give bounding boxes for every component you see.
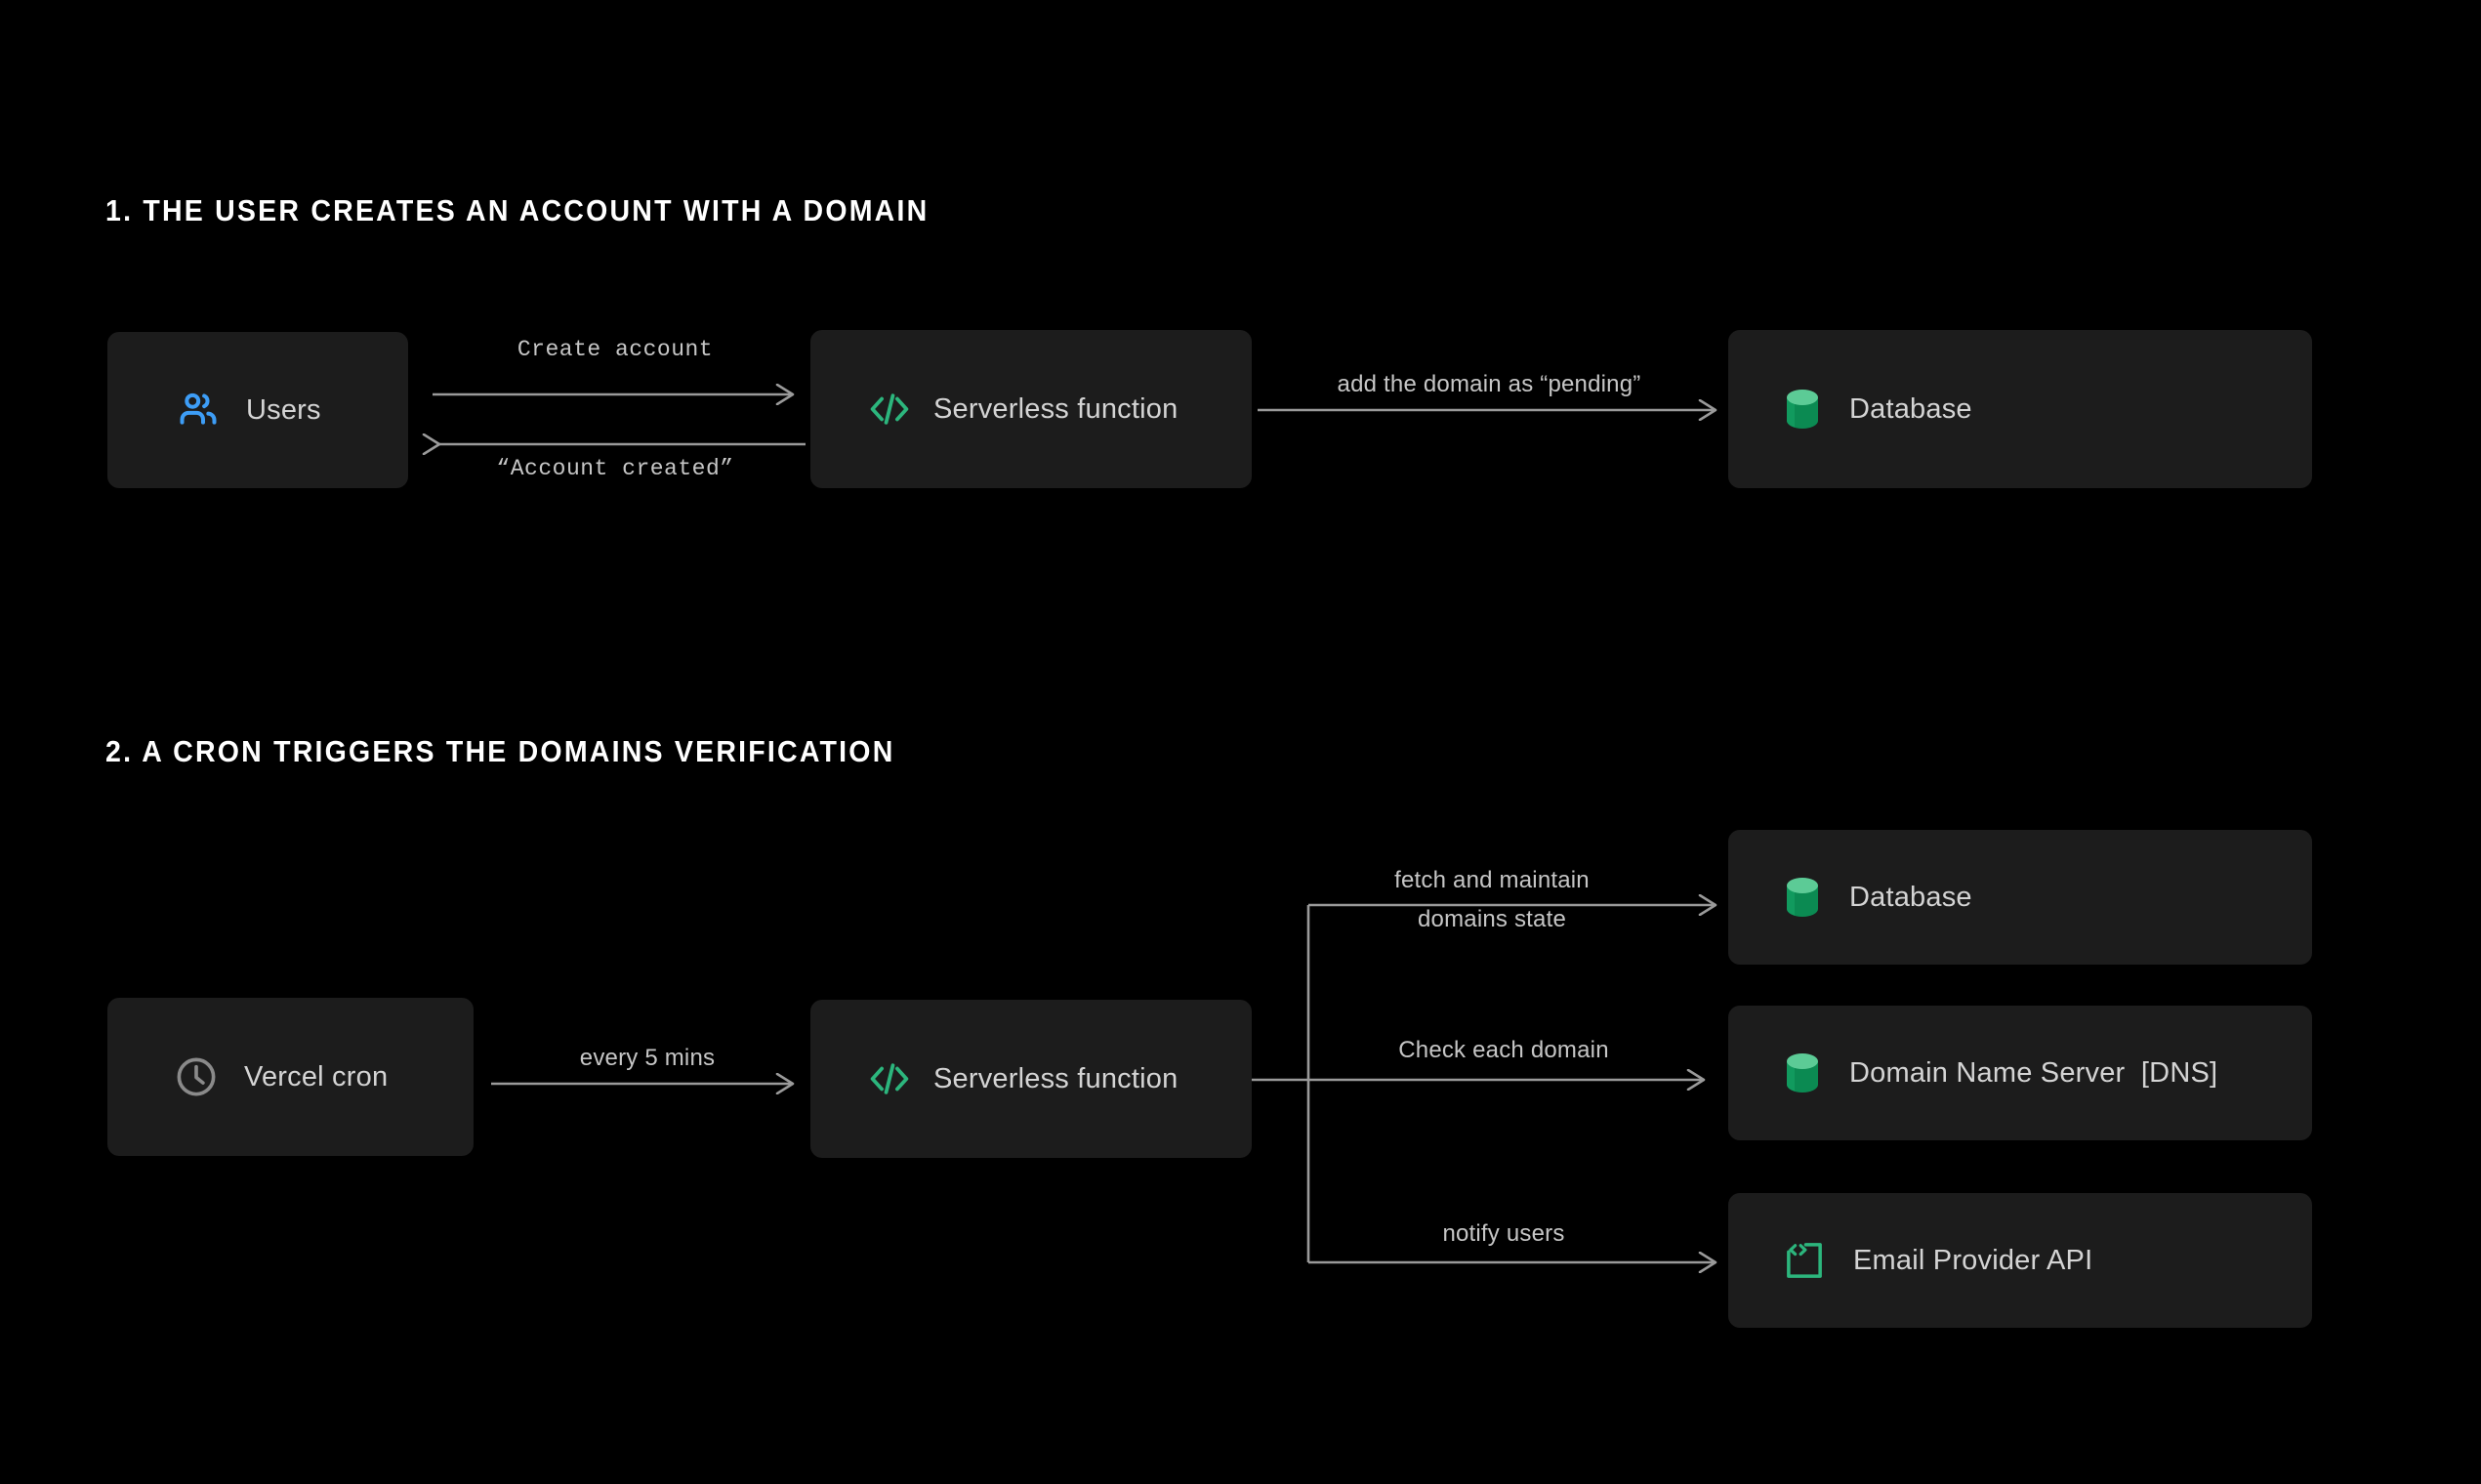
edge-label-every-5-mins: every 5 mins [579,1045,716,1071]
code-icon [867,389,912,430]
section-2-heading: 2. A CRON TRIGGERS THE DOMAINS VERIFICAT… [105,734,895,768]
card-label-vercel-cron: Vercel cron [244,1060,389,1092]
edge-label-fetch-and-maintain-line2: domains state [1417,906,1567,932]
section-1-heading: 1. THE USER CREATES AN ACCOUNT WITH A DO… [105,193,930,227]
node-card-domain-name-server[interactable]: Domain Name Server [DNS] [1728,1006,2312,1140]
edge-label-add-domain-pending: add the domain as “pending” [1337,371,1641,397]
card-label-email-provider-api: Email Provider API [1853,1244,2093,1276]
edge-label-account-created: “Account created” [496,456,734,481]
card-label-domain-name-server: Domain Name Server [DNS] [1849,1056,2218,1089]
node-card-vercel-cron[interactable]: Vercel cron [107,998,474,1156]
card-label-serverless-function-1: Serverless function [933,392,1178,425]
edge-label-fetch-and-maintain-line1: fetch and maintain [1394,867,1590,893]
edge-label-create-account: Create account [517,337,714,362]
users-icon [176,388,221,433]
node-card-email-provider-api[interactable]: Email Provider API [1728,1193,2312,1328]
database-icon [1783,387,1822,432]
api-bracket-icon [1783,1239,1826,1282]
node-card-serverless-function-1[interactable]: Serverless function [810,330,1252,488]
node-card-users[interactable]: Users [107,332,408,488]
card-label-database-1: Database [1849,392,1972,425]
code-icon [867,1058,912,1099]
node-card-serverless-function-2[interactable]: Serverless function [810,1000,1252,1158]
database-icon [1783,875,1822,920]
card-label-database-2: Database [1849,881,1972,913]
edge-label-check-each-domain: Check each domain [1398,1037,1609,1063]
database-icon [1783,1051,1822,1095]
card-label-serverless-function-2: Serverless function [933,1062,1178,1094]
card-label-users: Users [246,393,321,426]
node-card-database-1[interactable]: Database [1728,330,2312,488]
clock-icon [174,1054,219,1099]
edge-label-notify-users: notify users [1442,1220,1565,1247]
node-card-database-2[interactable]: Database [1728,830,2312,965]
